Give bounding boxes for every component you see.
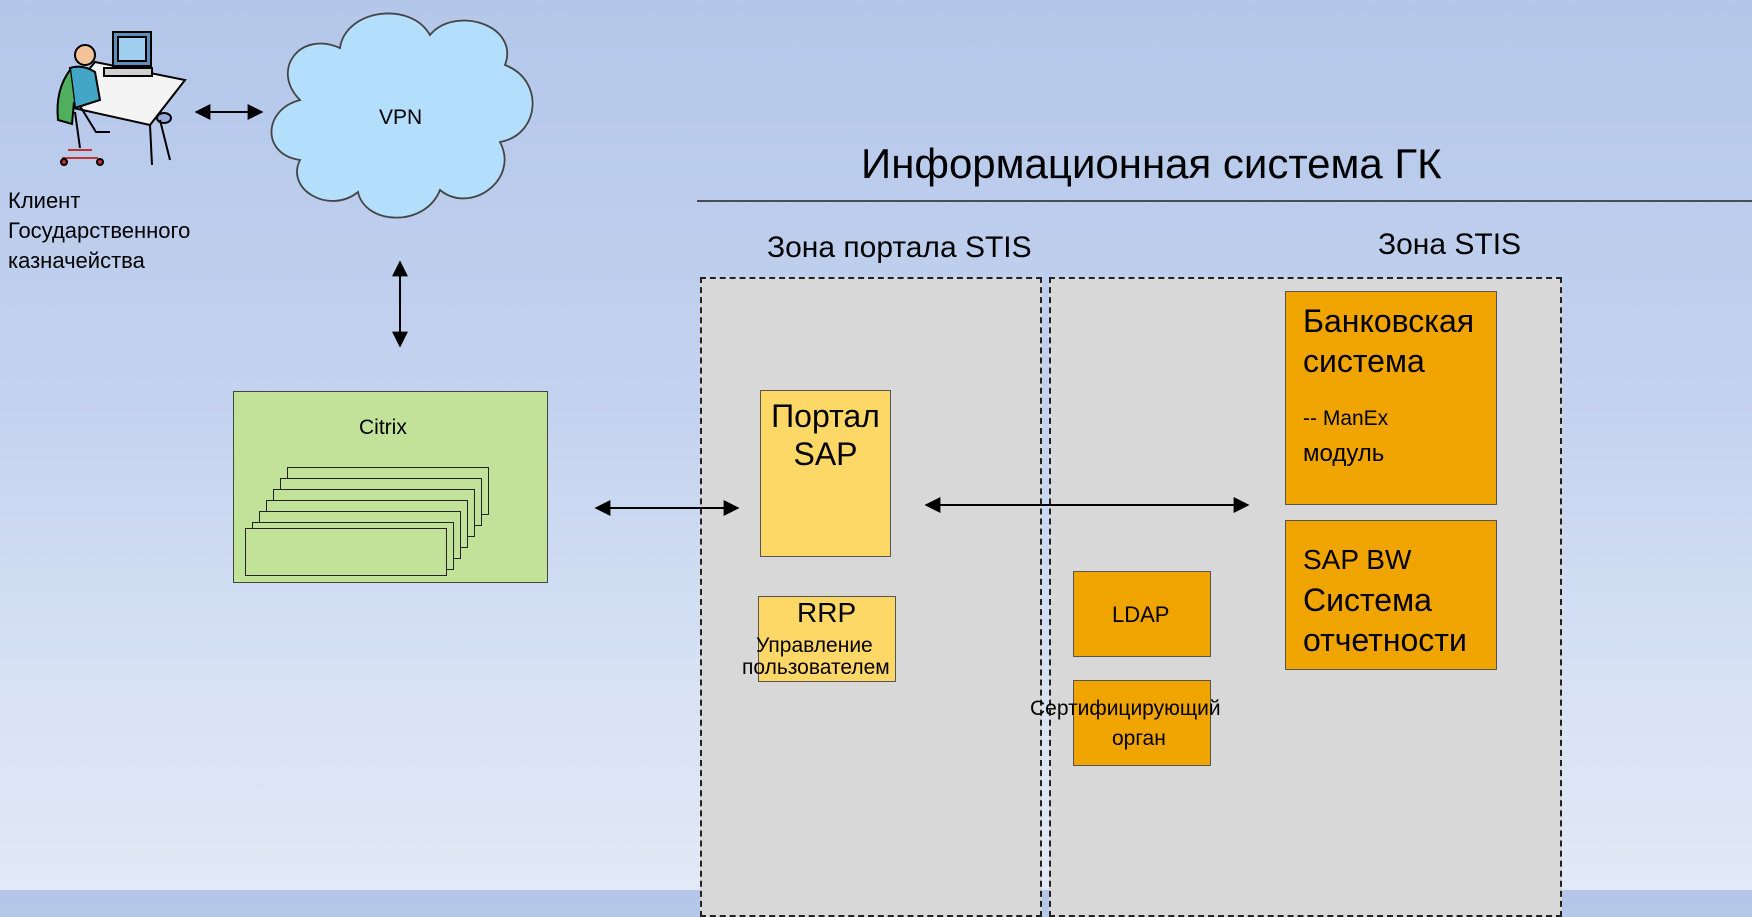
banking-line2: система	[1303, 343, 1425, 379]
portal-sap-line2: SAP	[793, 436, 858, 472]
client-label-line2: Государственного	[8, 218, 191, 243]
rrp-title: RRP	[797, 597, 857, 628]
portal-zone-title: Зона портала STIS	[767, 231, 1032, 264]
sap-bw-box: SAP BW Система отчетности	[1285, 520, 1497, 670]
system-title: Информационная система ГК	[861, 140, 1442, 187]
banking-line1: Банковская	[1303, 303, 1475, 339]
citrix-label: Citrix	[359, 416, 407, 439]
rrp-box	[758, 596, 896, 682]
citrix-server-sheet-7	[245, 528, 447, 576]
banking-line4: модуль	[1303, 440, 1385, 467]
sap-bw-line3: отчетности	[1303, 622, 1467, 658]
vpn-label: VPN	[379, 106, 423, 129]
portal-sap-box: Портал SAP	[760, 390, 891, 557]
diagram-connectors	[56, 12, 1752, 516]
vpn-cloud-shape	[270, 12, 534, 219]
client-label-line3: казначейства	[8, 248, 145, 273]
sap-bw-line1: SAP BW	[1303, 544, 1412, 575]
stis-zone-title: Зона STIS	[1378, 228, 1522, 261]
banking-system-box: Банковская система -- ManEx модуль	[1285, 291, 1497, 505]
rrp-line1: Управление	[756, 634, 873, 657]
sap-bw-line2: Система	[1303, 582, 1432, 618]
portal-sap-line1: Портал	[771, 398, 880, 434]
certificate-authority-box	[1073, 680, 1211, 766]
client-workstation-icon	[56, 31, 187, 166]
client-label-line1: Клиент	[8, 188, 81, 213]
rrp-line2: пользователем	[742, 656, 890, 679]
ca-line2: орган	[1112, 727, 1166, 750]
ldap-label: LDAP	[1112, 602, 1170, 627]
ca-line1: Сертифицирующий	[1030, 697, 1221, 720]
ldap-box: LDAP	[1073, 571, 1211, 657]
client-label: Клиент Государственного казначейства	[8, 186, 190, 276]
banking-line3: -- ManEx	[1303, 407, 1389, 430]
